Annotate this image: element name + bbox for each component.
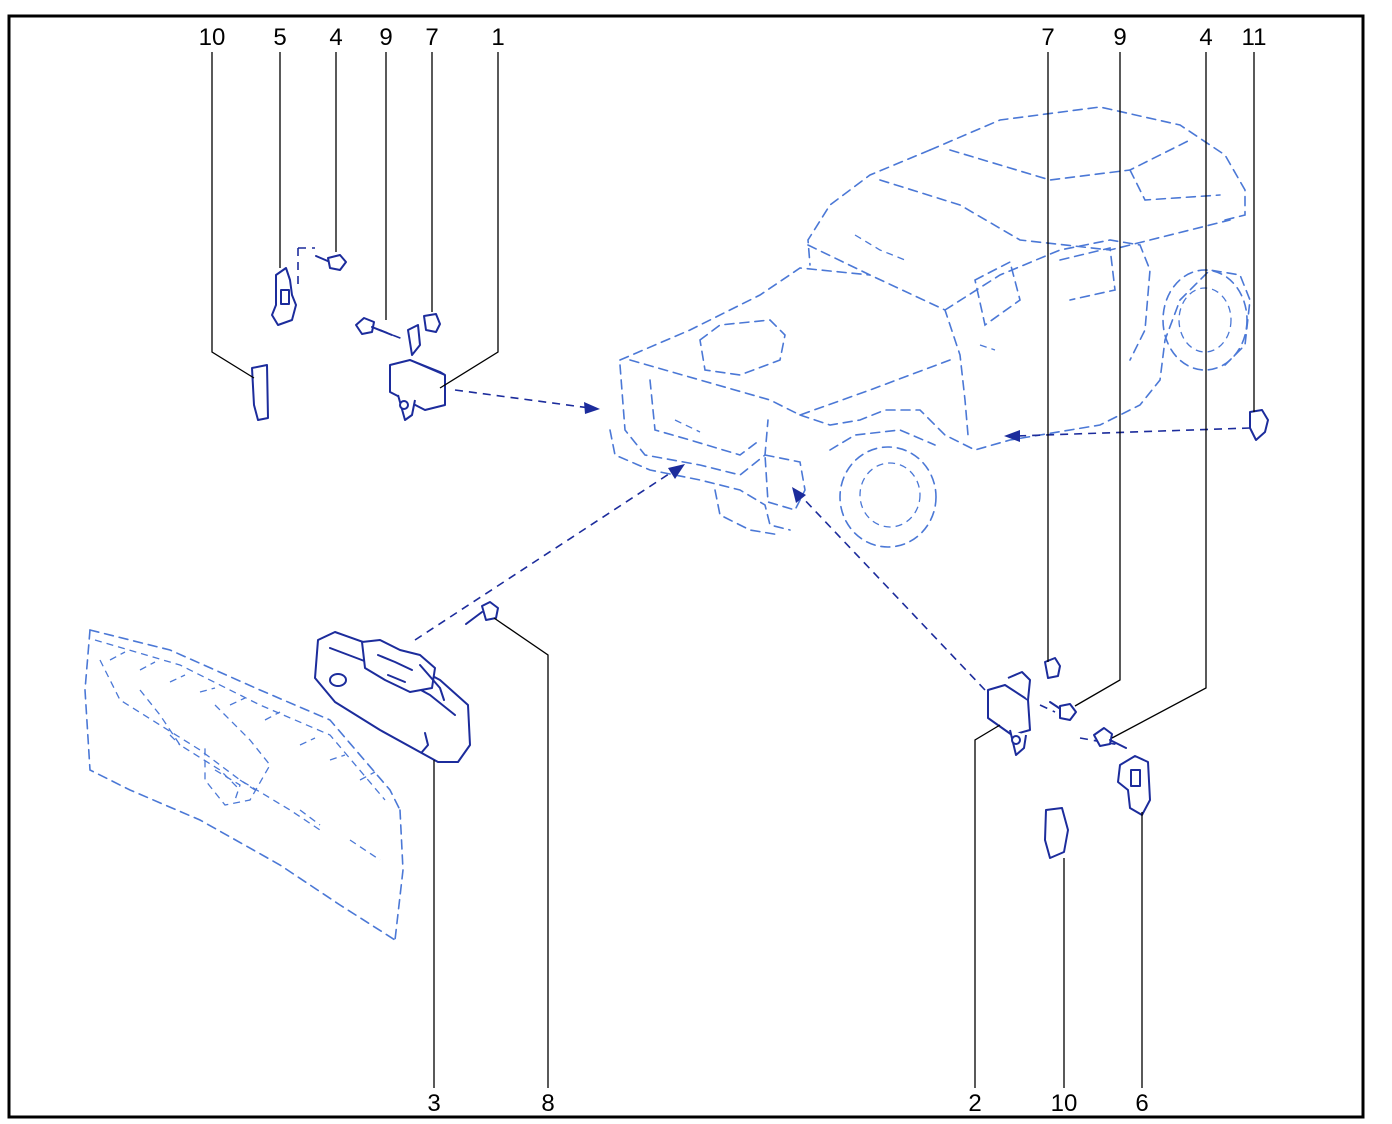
callout-6-bottom: 6 <box>1135 1090 1148 1117</box>
bumper-11 <box>1249 409 1269 441</box>
bolt-9-left <box>355 317 393 336</box>
bolt-4-right <box>1093 727 1127 749</box>
clip-7-left <box>423 313 441 333</box>
callout-4-top-left: 4 <box>329 24 342 51</box>
callout-3-bottom: 3 <box>427 1090 440 1117</box>
bolt-9-right <box>1049 701 1077 721</box>
pickup-truck-outline <box>609 106 1251 548</box>
arrowhead <box>584 402 600 414</box>
latch-assembly-right <box>987 671 1031 756</box>
callout-10-bottom: 10 <box>1051 1090 1078 1117</box>
clip-7-right <box>1044 657 1061 679</box>
arrowhead <box>792 487 806 503</box>
callout-9-top-right: 9 <box>1113 24 1126 51</box>
callout-7-top-right: 7 <box>1041 24 1054 51</box>
leader-lines <box>211 52 1255 1088</box>
assembly-flow-arrows <box>297 247 1251 746</box>
callout-10-top-left: 10 <box>199 24 226 51</box>
callout-labels: 10 5 4 9 7 1 7 9 4 11 3 8 2 10 6 <box>199 24 1267 1117</box>
callout-9-top-left: 9 <box>379 24 392 51</box>
tailgate-outline <box>84 629 404 941</box>
pad-left <box>251 364 269 421</box>
callout-8-bottom: 8 <box>541 1090 554 1117</box>
pad-right <box>1044 807 1069 859</box>
callout-4-top-right: 4 <box>1199 24 1212 51</box>
bolt-4-left <box>315 254 347 271</box>
arrowhead <box>668 464 685 479</box>
callout-1-top-left: 1 <box>491 24 504 51</box>
callout-11-top-right: 11 <box>1242 24 1267 51</box>
tailgate-handle-assembly <box>314 631 471 763</box>
callout-5-top-left: 5 <box>273 24 286 51</box>
diagram-border <box>7 14 1365 1119</box>
callout-2-bottom: 2 <box>968 1090 981 1117</box>
striker-bracket-right <box>1117 755 1151 816</box>
latch-assembly-left <box>389 324 446 421</box>
striker-bracket-left <box>271 267 297 326</box>
arrowhead <box>1004 430 1020 442</box>
callout-7-top-left: 7 <box>425 24 438 51</box>
bolt-8 <box>465 601 499 625</box>
